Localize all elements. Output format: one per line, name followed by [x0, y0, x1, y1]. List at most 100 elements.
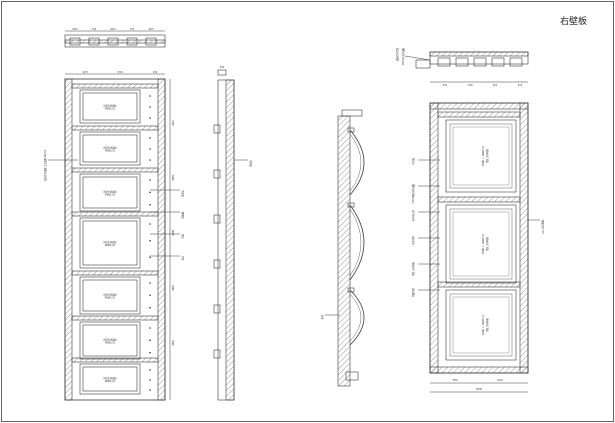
- right-plan-leader: [404, 55, 431, 61]
- left-divider-band: [71, 315, 159, 321]
- left-panel-inner: [82, 92, 138, 121]
- right-section-callout: 石材: [320, 314, 324, 319]
- right-panel-size: 1000 × 1800mm: [482, 145, 485, 166]
- left-right-dim-text: 3960: [171, 340, 174, 346]
- left-right-dim-text: 8000: [171, 230, 174, 236]
- right-bottom-band: [429, 366, 529, 374]
- mid-section-clip: [213, 349, 221, 359]
- right-panel-field: [452, 296, 510, 354]
- right-panel-size: 1000 × 1800mm: [482, 314, 485, 335]
- left-panel-note: 拼花木饰面板: [103, 376, 117, 380]
- left-fixing-dot: [149, 137, 151, 139]
- left-plan-core: [64, 39, 166, 44]
- right-panel-inner: [449, 293, 513, 357]
- left-wall-hatch: [64, 78, 73, 401]
- left-top-dim-text: 4175: [82, 71, 88, 74]
- left-fixing-dot: [149, 339, 151, 342]
- right-wall-hatch: [157, 78, 166, 401]
- right-plan-dim-text: 500: [518, 84, 523, 87]
- right-section-arch: [349, 129, 365, 196]
- right-bottom-total-text: 8700: [476, 388, 483, 391]
- right-bottom-dim-text: 3550: [452, 379, 458, 382]
- right-plan-block: [437, 57, 451, 67]
- left-panel-outer: [79, 363, 141, 395]
- right-plan-end: [415, 59, 431, 69]
- left-plan-block: [88, 37, 100, 46]
- left-fixing-dot: [149, 389, 151, 391]
- left-fixing-dot: [149, 294, 151, 297]
- left-fixing-dot: [149, 327, 151, 329]
- right-plan-callout: 成品石材台面: [395, 47, 399, 61]
- left-panel-note: 拼花木饰面板: [103, 338, 117, 342]
- left-panel-code: PANEL-02: [105, 194, 116, 197]
- left-fixing-dot: [149, 306, 151, 309]
- left-right-callout-text: 灯带: [181, 256, 185, 261]
- right-plan-dim-text: 500: [493, 84, 498, 87]
- right-panel-outer: [445, 204, 517, 284]
- mid-section-clip: [213, 259, 221, 269]
- right-section-joint: [347, 202, 355, 208]
- left-top-dim-text: 250: [153, 71, 158, 74]
- mid-section-clip: [213, 214, 221, 224]
- right-left-callout: 实木线条: [411, 235, 415, 245]
- left-divider-band: [71, 125, 159, 131]
- right-plan-dim-text: 500: [443, 84, 448, 87]
- left-fixing-dot: [149, 148, 151, 150]
- left-callout-text: 成品木饰面板 见立面图 WD-01: [43, 149, 47, 180]
- left-plan-block: [69, 37, 81, 46]
- mid-section-top-dim: 350: [220, 66, 225, 69]
- mid-section-hatch: [225, 79, 235, 401]
- right-section-joint: [347, 127, 355, 133]
- right-section-arch-inner: [349, 208, 362, 277]
- right-left-callout: 木饰面: [411, 157, 415, 164]
- left-divider-band: [71, 83, 159, 89]
- left-panel-inner: [82, 279, 138, 312]
- left-panel-note: 拼花木饰面板: [103, 104, 117, 108]
- right-left-callout: 墙纸 见材料表: [411, 261, 415, 276]
- left-panel-note: 拼花木饰面板: [103, 146, 117, 150]
- right-divider-band: [437, 111, 521, 118]
- left-fixing-dot: [149, 191, 151, 194]
- left-fixing-dot: [149, 239, 151, 242]
- left-plan-dim-text: 4275: [110, 28, 116, 31]
- left-fixing-dot: [149, 106, 151, 108]
- left-fixing-dot: [149, 256, 151, 259]
- left-fixing-dot: [149, 379, 151, 381]
- left-panel-code: PANEL-03: [105, 244, 116, 247]
- left-fixing-dot: [149, 351, 151, 354]
- sheet-title: 右壁板: [560, 17, 588, 27]
- left-panel-outer: [79, 276, 141, 315]
- right-right-band: [519, 102, 529, 374]
- right-plan-block: [491, 57, 505, 67]
- left-panel-outer: [79, 173, 141, 212]
- left-panel-note: 拼花木饰面板: [103, 293, 117, 297]
- right-panel-inner: [449, 123, 513, 189]
- left-fixing-dot: [149, 203, 151, 206]
- left-panel-outer: [79, 89, 141, 124]
- left-panel-inner: [82, 176, 138, 209]
- left-plan-dim-text: 755: [92, 28, 97, 31]
- left-right-callout-text: 墙纸: [181, 234, 185, 239]
- left-fixing-dot: [149, 95, 151, 97]
- right-right-callout: 暗藏灯带 LED: [541, 220, 545, 234]
- left-panel-inner: [82, 134, 138, 163]
- right-left-callout: 石材收口条: [411, 209, 415, 221]
- left-divider-band: [71, 270, 159, 276]
- right-panel-note: 墙纸 见材料表: [485, 236, 489, 251]
- left-right-callout-text: 踢脚线: [181, 212, 185, 219]
- left-plan-dim-text: 755: [130, 28, 135, 31]
- right-plan-dim-text: 2700: [467, 84, 473, 87]
- left-plan-block: [145, 37, 157, 46]
- left-panel-inner: [82, 366, 138, 392]
- right-panel-note: 墙纸 见材料表: [485, 148, 489, 163]
- right-panel-size: 1000 × 1600mm: [482, 233, 485, 254]
- left-fixing-dot: [149, 369, 151, 371]
- left-panel-code: PANEL-01: [105, 150, 116, 153]
- left-plan-dim-text: 4275: [148, 28, 154, 31]
- mid-section-callout: 木饰面: [249, 160, 253, 167]
- left-right-dim-text: 5600: [171, 175, 174, 181]
- left-right-dim-text: 4980: [171, 285, 174, 291]
- right-divider-band: [437, 196, 521, 203]
